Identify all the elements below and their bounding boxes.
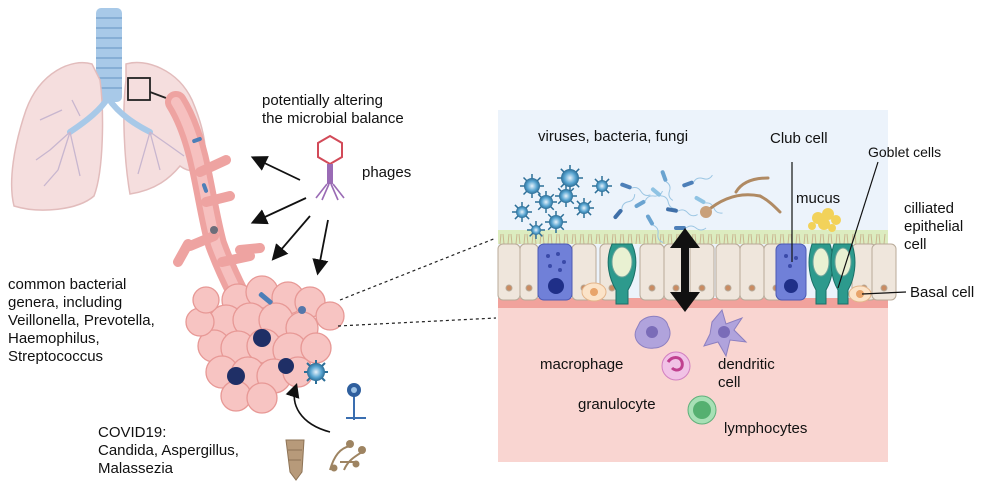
basal-cell [581, 282, 872, 303]
dendritic-cell-line-1: dendritic [718, 356, 775, 373]
goblet-cells-label: Goblet cells [868, 144, 942, 160]
phage-icon [315, 134, 345, 201]
dendritic-cell-line-2: cell [718, 374, 741, 391]
dendritic-cell-icon [703, 308, 748, 358]
macrophage-icon [634, 315, 671, 349]
phage-arrows [250, 156, 329, 276]
covid-fungi-line-1: COVID19: [98, 424, 167, 441]
covid-fungi-line-3: Malassezia [98, 460, 174, 477]
microbial-balance-line-1: potentially altering [262, 92, 383, 109]
ciliated-cell-line-1: cilliated [904, 200, 955, 217]
lung-icon [10, 8, 207, 211]
pathogen-cells [227, 292, 306, 385]
ciliated-epithelial-cell [639, 243, 665, 301]
phages-label: phages [362, 164, 412, 181]
bacterial-genera-line-2: genera, including [8, 294, 123, 311]
ciliated-epithelial-cell [519, 243, 539, 301]
ciliated-epithelial-cell [739, 243, 765, 301]
dendritic-cell-label: dendritic cell [718, 356, 775, 392]
bacteria-icon [613, 170, 723, 243]
bacterial-genera-label: common bacterial genera, including Veill… [8, 276, 155, 366]
yeast-icon [285, 439, 366, 481]
ciliated-epithelial-cell [871, 243, 897, 301]
macrophage-label: macrophage [540, 356, 624, 373]
club-cell [537, 243, 807, 301]
bacterial-genera-line-4: Haemophilus, [8, 330, 100, 347]
ciliated-cell-line-2: epithelial [904, 218, 964, 235]
ciliated-epithelial-cell [497, 243, 521, 301]
bacterial-genera-line-5: Streptococcus [8, 348, 104, 365]
fungus-icon [346, 383, 366, 420]
lymphocytes-label: lymphocytes [724, 420, 808, 437]
granulocyte-icon [661, 351, 691, 381]
microbial-balance-label: potentially altering the microbial balan… [262, 92, 404, 128]
microbial-balance-line-2: the microbial balance [262, 110, 404, 127]
alveoli [185, 275, 345, 414]
ciliated-cell-label: cilliated epithelial cell [904, 200, 963, 254]
microbes-label: viruses, bacteria, fungi [538, 128, 689, 145]
mucus-label: mucus [796, 190, 841, 207]
granulocyte-label: granulocyte [578, 396, 656, 413]
lymphocyte-icon [687, 395, 717, 425]
ciliated-epithelial-cell [715, 243, 741, 301]
ciliated-epithelial-cell [689, 243, 715, 301]
basal-cell-label: Basal cell [910, 284, 975, 301]
double-arrow-icon [670, 228, 700, 312]
mucus-blob [808, 208, 841, 232]
bacterial-genera-line-3: Veillonella, Prevotella, [8, 312, 155, 329]
airway-tree [165, 91, 265, 305]
club-cell-label: Club cell [770, 130, 828, 147]
covid-fungi-line-2: Candida, Aspergillus, [98, 442, 239, 459]
airway-detail-panel [497, 110, 907, 462]
virus-icon [304, 360, 328, 384]
bacterial-genera-line-1: common bacterial [8, 276, 127, 293]
covid-fungi-label: COVID19: Candida, Aspergillus, Malassezi… [98, 424, 239, 478]
virus-icon [512, 165, 612, 239]
ciliated-cell-line-3: cell [904, 236, 927, 253]
